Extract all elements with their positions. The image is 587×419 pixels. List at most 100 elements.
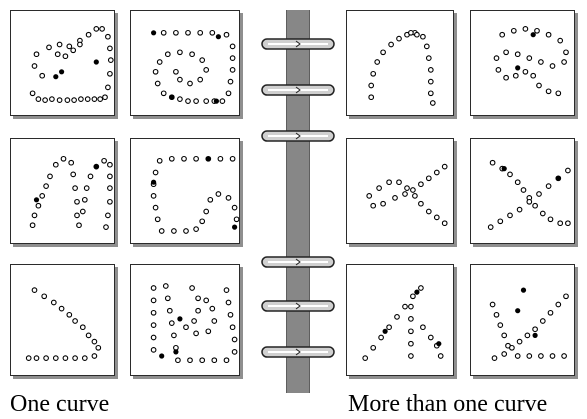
open-dot bbox=[152, 204, 159, 211]
open-dot bbox=[74, 198, 80, 205]
open-dot bbox=[29, 90, 36, 97]
open-dot bbox=[91, 353, 98, 359]
open-dot bbox=[62, 355, 69, 361]
dot-pattern bbox=[487, 159, 571, 230]
filled-dot bbox=[33, 197, 40, 203]
open-dot bbox=[81, 355, 88, 361]
open-dot bbox=[107, 161, 113, 168]
open-dot bbox=[441, 163, 448, 170]
open-dot bbox=[56, 97, 63, 103]
dot-pattern bbox=[368, 29, 436, 106]
open-dot bbox=[43, 355, 49, 361]
open-dot bbox=[526, 55, 533, 61]
open-dot bbox=[197, 29, 204, 36]
open-dot bbox=[207, 196, 214, 203]
open-dot bbox=[93, 26, 100, 32]
open-dot bbox=[150, 334, 157, 341]
one-curve-card-4 bbox=[130, 138, 240, 244]
open-dot bbox=[56, 41, 63, 48]
open-dot bbox=[427, 78, 434, 85]
open-dot bbox=[81, 196, 88, 203]
filled-dot bbox=[93, 59, 99, 65]
more-curves-card-6 bbox=[470, 264, 575, 376]
binder-ring-icon bbox=[261, 130, 335, 142]
open-dot bbox=[162, 283, 169, 289]
one-curve-card-1 bbox=[10, 10, 115, 116]
open-dot bbox=[227, 78, 234, 85]
open-dot bbox=[203, 297, 210, 304]
open-dot bbox=[510, 27, 517, 34]
open-dot bbox=[39, 72, 46, 79]
open-dot bbox=[229, 43, 236, 50]
open-dot bbox=[396, 35, 402, 42]
open-dot bbox=[150, 322, 157, 328]
open-dot bbox=[177, 76, 183, 83]
open-dot bbox=[70, 171, 77, 178]
open-dot bbox=[95, 344, 102, 351]
open-dot bbox=[497, 322, 504, 328]
open-dot bbox=[160, 29, 167, 36]
open-dot bbox=[150, 309, 157, 316]
more-curves-card-2 bbox=[470, 10, 575, 116]
open-dot bbox=[561, 59, 567, 65]
open-dot bbox=[97, 96, 104, 102]
open-dot bbox=[70, 47, 77, 54]
filled-dot bbox=[520, 287, 527, 293]
open-dot bbox=[524, 332, 531, 339]
open-dot bbox=[539, 210, 546, 217]
open-dot bbox=[368, 82, 375, 89]
open-dot bbox=[205, 328, 212, 335]
open-dot bbox=[39, 193, 46, 199]
open-dot bbox=[211, 318, 218, 324]
open-dot bbox=[68, 159, 75, 166]
open-dot bbox=[171, 332, 177, 339]
open-dot bbox=[191, 318, 197, 324]
one-curve-card-3 bbox=[10, 138, 115, 244]
open-dot bbox=[362, 355, 369, 361]
binder-spine bbox=[286, 10, 310, 393]
open-dot bbox=[380, 49, 386, 56]
open-dot bbox=[199, 218, 206, 225]
open-dot bbox=[433, 169, 440, 176]
open-dot bbox=[512, 72, 519, 79]
open-dot bbox=[203, 67, 210, 73]
open-dot bbox=[423, 43, 430, 50]
open-dot bbox=[368, 94, 375, 101]
open-dot bbox=[231, 349, 238, 355]
open-dot bbox=[158, 228, 165, 234]
open-dot bbox=[77, 41, 83, 48]
open-dot bbox=[425, 55, 432, 61]
open-dot bbox=[410, 293, 416, 300]
open-dot bbox=[493, 311, 500, 318]
open-dot bbox=[85, 31, 92, 38]
open-dot bbox=[72, 185, 78, 191]
filled-dot bbox=[151, 30, 157, 36]
dot-pattern bbox=[362, 285, 444, 361]
open-dot bbox=[503, 49, 509, 56]
open-dot bbox=[418, 181, 424, 188]
binder-ring-icon bbox=[261, 38, 335, 50]
open-dot bbox=[538, 59, 544, 65]
filled-dot bbox=[530, 32, 536, 38]
open-dot bbox=[107, 173, 113, 180]
open-dot bbox=[185, 98, 191, 104]
open-dot bbox=[54, 51, 61, 58]
open-dot bbox=[74, 212, 80, 219]
filled-dot bbox=[151, 179, 157, 185]
open-dot bbox=[561, 353, 567, 359]
open-dot bbox=[83, 185, 90, 191]
open-dot bbox=[29, 222, 36, 229]
open-dot bbox=[103, 224, 109, 230]
open-dot bbox=[497, 218, 504, 225]
open-dot bbox=[408, 303, 414, 310]
open-dot bbox=[526, 198, 533, 205]
filled-dot bbox=[501, 166, 507, 172]
more-curves-card-3 bbox=[346, 138, 454, 244]
open-dot bbox=[507, 212, 513, 219]
open-dot bbox=[193, 330, 199, 337]
open-dot bbox=[223, 287, 230, 293]
open-dot bbox=[522, 68, 529, 75]
open-dot bbox=[183, 228, 189, 234]
open-dot bbox=[555, 301, 562, 308]
open-dot bbox=[187, 357, 193, 364]
